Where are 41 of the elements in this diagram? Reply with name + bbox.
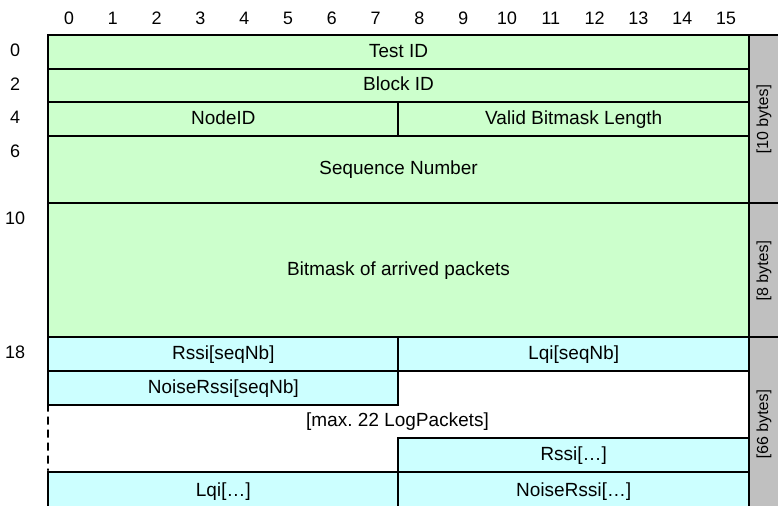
bit-number: 15 (714, 8, 737, 29)
field-box: Rssi[seqNb] (47, 336, 400, 372)
byte-offset: 0 (8, 40, 21, 61)
byte-offset: 4 (8, 107, 21, 128)
bit-number: 7 (369, 8, 382, 29)
field-box: Bitmask of arrived packets (47, 202, 750, 338)
bit-number: 2 (150, 8, 162, 29)
bit-number: 4 (238, 8, 250, 29)
field-box: Sequence Number (47, 134, 750, 204)
byte-offset: 6 (8, 140, 21, 162)
bit-number: 10 (496, 8, 518, 29)
byte-offset: 18 (4, 342, 26, 364)
field-box: Lqi[…] (47, 470, 400, 506)
bit-number: 5 (282, 8, 294, 29)
field-box: Lqi[seqNb] (397, 336, 750, 372)
bit-number: 9 (457, 8, 470, 29)
field-box: NoiseRssi[seqNb] (47, 370, 400, 406)
size-band (748, 336, 778, 506)
bit-number: 13 (627, 8, 650, 29)
bit-number: 6 (326, 8, 338, 29)
field-box: Block ID (47, 68, 750, 104)
field-box: NodeID (47, 101, 400, 137)
field-box: Rssi[…] (397, 437, 750, 473)
field-box: NoiseRssi[…] (397, 470, 750, 506)
bit-number: 1 (106, 8, 119, 29)
repeat-note: [max. 22 LogPackets] (305, 410, 490, 432)
bit-number: 3 (194, 8, 206, 29)
byte-offset: 2 (8, 74, 21, 95)
bit-number: 0 (62, 8, 75, 29)
size-label: [66 bytes] (754, 389, 773, 459)
size-label: [8 bytes] (754, 240, 773, 300)
bit-number: 14 (671, 8, 694, 29)
size-band (748, 202, 778, 338)
bit-number: 12 (583, 8, 606, 29)
size-band (748, 34, 778, 204)
field-box: Valid Bitmask Length (397, 101, 750, 137)
byte-offset: 10 (4, 208, 26, 229)
size-label: [10 bytes] (754, 84, 773, 154)
bit-number: 11 (540, 8, 562, 29)
bit-number: 8 (413, 8, 426, 29)
field-box: Test ID (47, 34, 750, 70)
